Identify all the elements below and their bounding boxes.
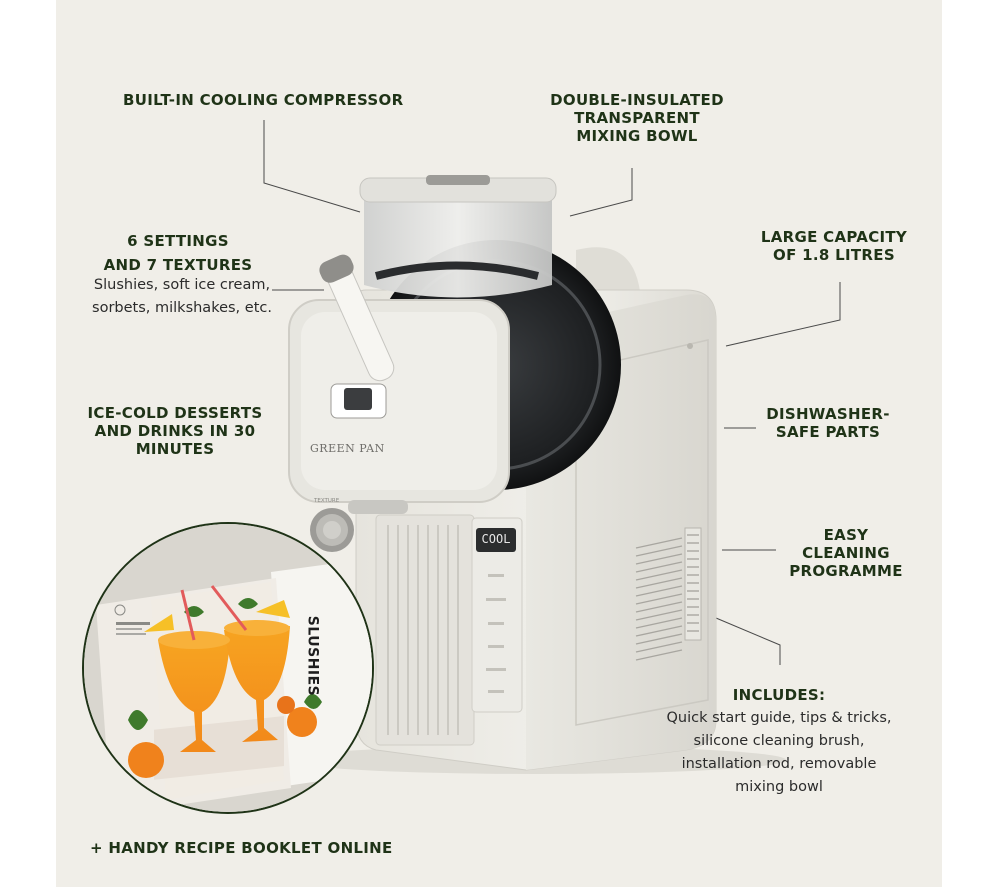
product-infographic: SLUSHIES GREEN PAN COOL TEXTURE BUILT-IN… xyxy=(56,0,942,887)
feature-ice-cold: ICE-COLD DESSERTS AND DRINKS IN 30 MINUT… xyxy=(87,404,263,458)
feature-capacity: LARGE CAPACITY OF 1.8 LITRES xyxy=(760,228,908,264)
feature-cleaning: EASY CLEANING PROGRAMME xyxy=(789,526,903,580)
brand-logo-text: GREEN PAN xyxy=(310,442,385,455)
feature-settings-description: Slushies, soft ice cream, sorbets, milks… xyxy=(92,277,272,316)
includes-title: INCLUDES: xyxy=(732,686,826,704)
feature-dishwasher: DISHWASHER- SAFE PARTS xyxy=(766,405,890,441)
ice-cream-maker-illustration xyxy=(82,120,841,814)
feature-compressor: BUILT-IN COOLING COMPRESSOR xyxy=(123,91,404,109)
recipe-booklet-photo xyxy=(84,524,372,812)
booklet-heading: SLUSHIES xyxy=(304,615,321,697)
includes-list: Quick start guide, tips & tricks, silico… xyxy=(666,710,892,795)
feature-settings: 6 SETTINGS AND 7 TEXTURES xyxy=(103,232,253,274)
dial-label: TEXTURE xyxy=(314,498,340,504)
feature-bowl: DOUBLE-INSULATED TRANSPARENT MIXING BOWL xyxy=(550,91,724,145)
recipe-booklet-note: + HANDY RECIPE BOOKLET ONLINE xyxy=(90,839,393,857)
display-readout: COOL xyxy=(481,532,511,546)
